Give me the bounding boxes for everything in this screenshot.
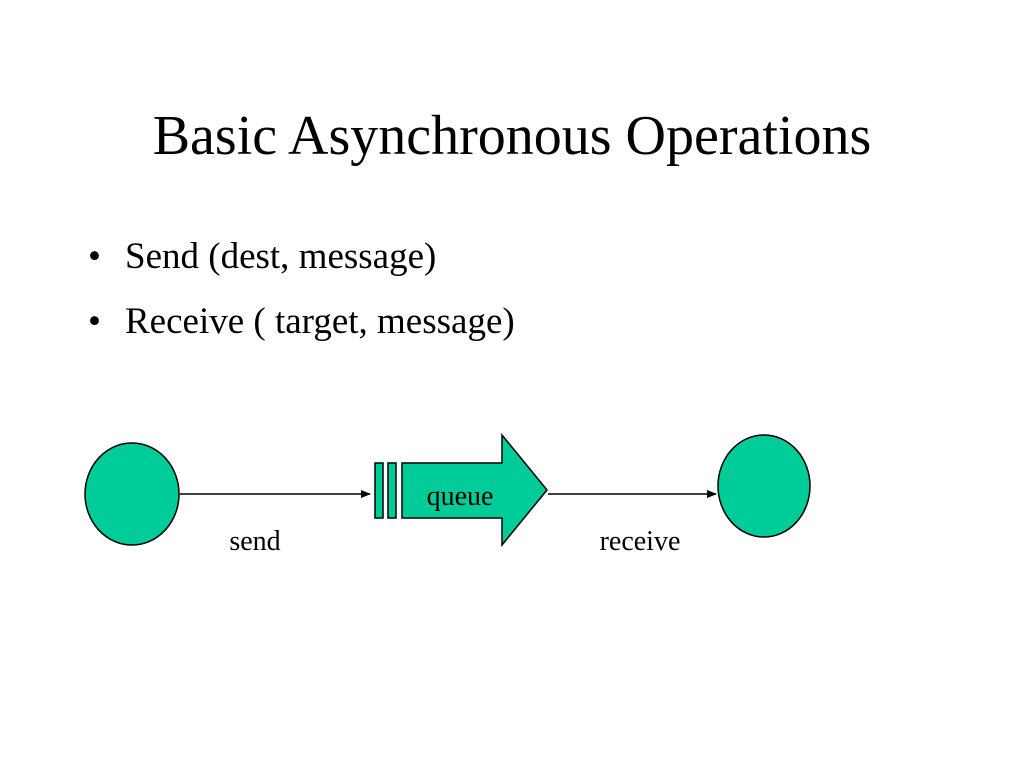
sender-node — [84, 442, 180, 546]
slide-title: Basic Asynchronous Operations — [152, 105, 872, 167]
send-label: send — [229, 526, 280, 557]
receive-label: receive — [600, 526, 681, 557]
queue-slot — [374, 462, 384, 519]
queue-label: queue — [427, 481, 494, 512]
receiver-node — [717, 434, 811, 538]
queue-slot — [387, 462, 397, 519]
bullet-item-receive: • Receive ( target, message) — [88, 297, 515, 347]
bullet-dot-icon: • — [88, 301, 101, 342]
queue-arrow-shape — [401, 432, 548, 548]
bullet-item-send: • Send (dest, message) — [88, 232, 515, 282]
bullet-list: • Send (dest, message) • Receive ( targe… — [88, 232, 515, 362]
bullet-text-send: Send (dest, message) — [125, 236, 437, 277]
bullet-text-receive: Receive ( target, message) — [125, 301, 515, 342]
bullet-dot-icon: • — [88, 236, 101, 277]
